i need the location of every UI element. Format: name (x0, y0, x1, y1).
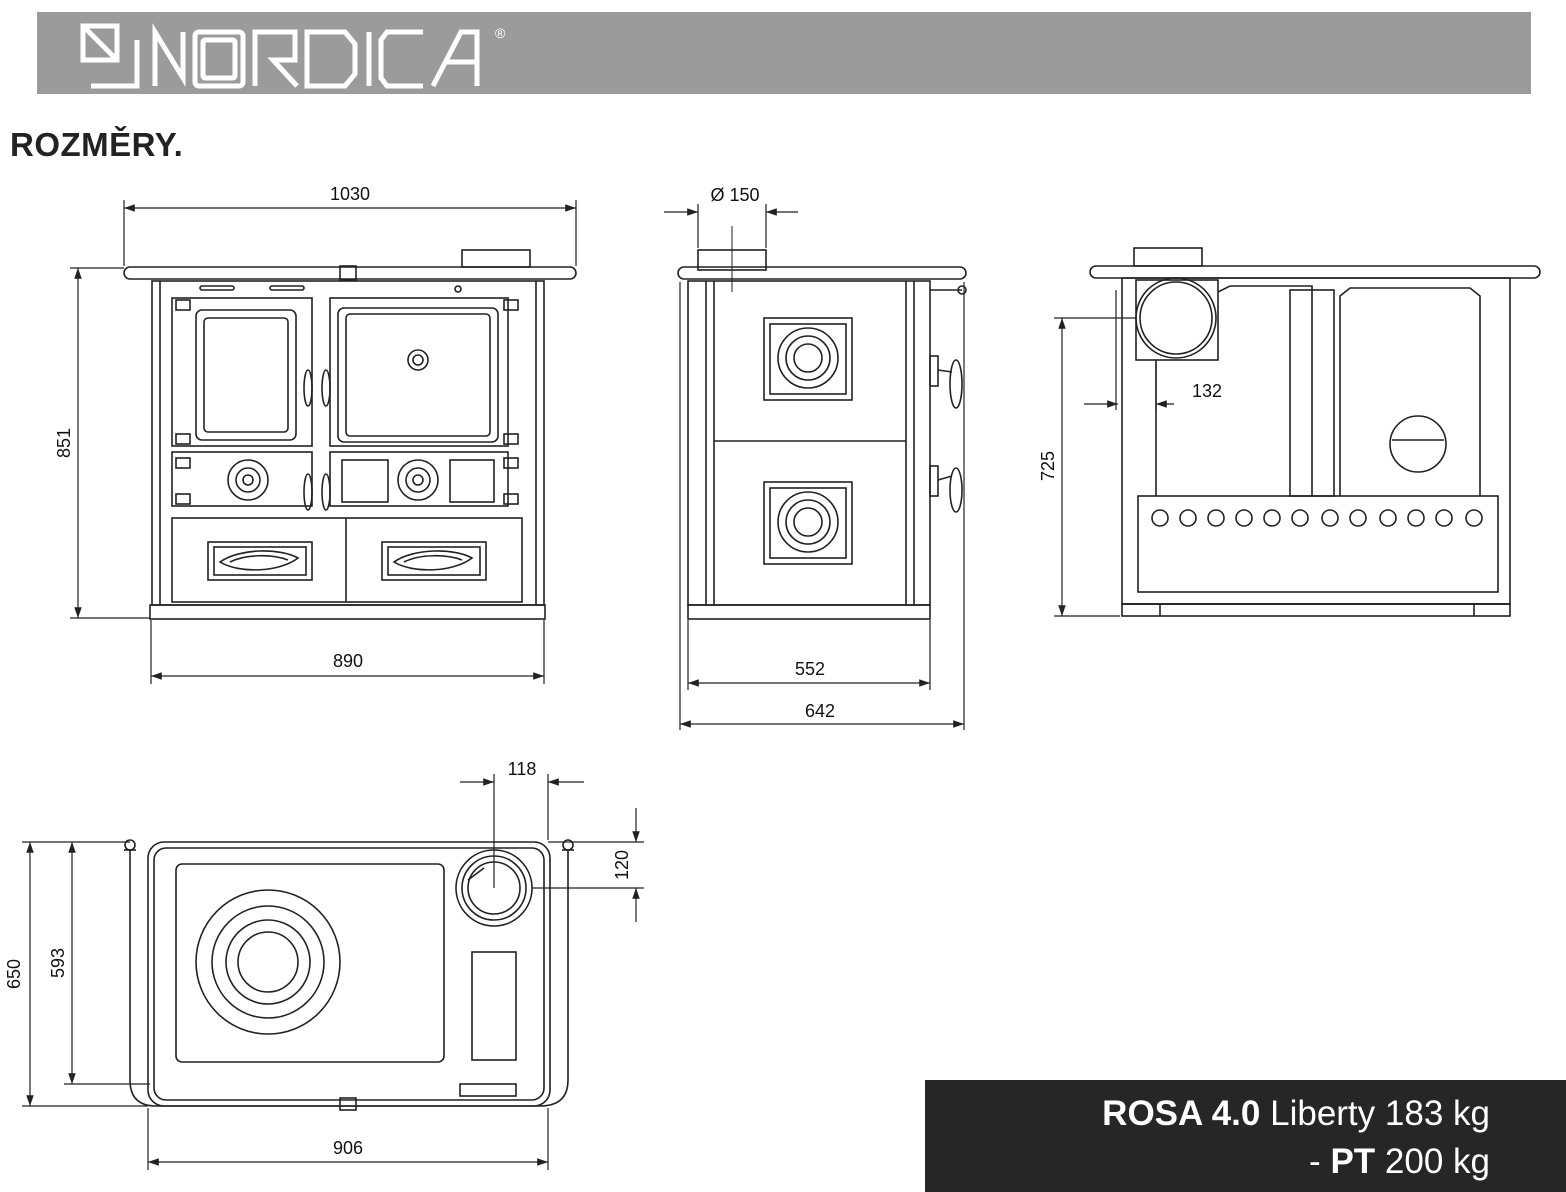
header-bar: ® (37, 12, 1531, 94)
dim-top-flue-offset-y: 120 (612, 850, 632, 880)
model-name: ROSA 4.0 (1102, 1094, 1261, 1133)
dim-side-depth-outer: 642 (805, 701, 835, 721)
dim-rear-flue-height: 725 (1038, 451, 1058, 481)
model-variant2: PT (1330, 1142, 1376, 1181)
model-weight: 183 kg (1384, 1094, 1490, 1133)
dim-top-depth-inner: 593 (48, 948, 68, 978)
rear-dimensions (1054, 290, 1174, 617)
dim-flue-diameter: Ø 150 (710, 185, 759, 205)
dim-top-flue-offset-x: 118 (508, 759, 537, 779)
model-box: ROSA 4.0 Liberty 183 kg - PT 200 kg (925, 1080, 1566, 1192)
front-view (123, 249, 577, 620)
nordica-logo: ® (80, 23, 506, 89)
top-dimensions (22, 774, 644, 1170)
dim-side-depth-inner: 552 (795, 659, 825, 679)
model-line-2: - PT 200 kg (1309, 1142, 1490, 1182)
page-title: ROZMĚRY. (10, 126, 184, 163)
model-dash: - (1309, 1142, 1321, 1181)
dim-rear-flue-offset: 132 (1192, 381, 1222, 401)
rear-view (1089, 247, 1541, 617)
dim-front-width-top: 1030 (330, 184, 370, 204)
dim-front-height: 851 (54, 428, 74, 458)
model-line-1: ROSA 4.0 Liberty 183 kg (1102, 1094, 1490, 1134)
side-view (677, 226, 967, 620)
front-dimensions (70, 200, 577, 684)
dim-front-width-base: 890 (333, 651, 363, 671)
registered-mark: ® (495, 25, 506, 41)
top-view (124, 839, 574, 1111)
dim-top-depth-outer: 650 (4, 959, 24, 989)
side-dimensions (664, 204, 965, 730)
dim-top-width: 906 (333, 1138, 363, 1158)
model-weight2: 200 kg (1384, 1142, 1490, 1181)
model-variant: Liberty (1270, 1094, 1376, 1133)
